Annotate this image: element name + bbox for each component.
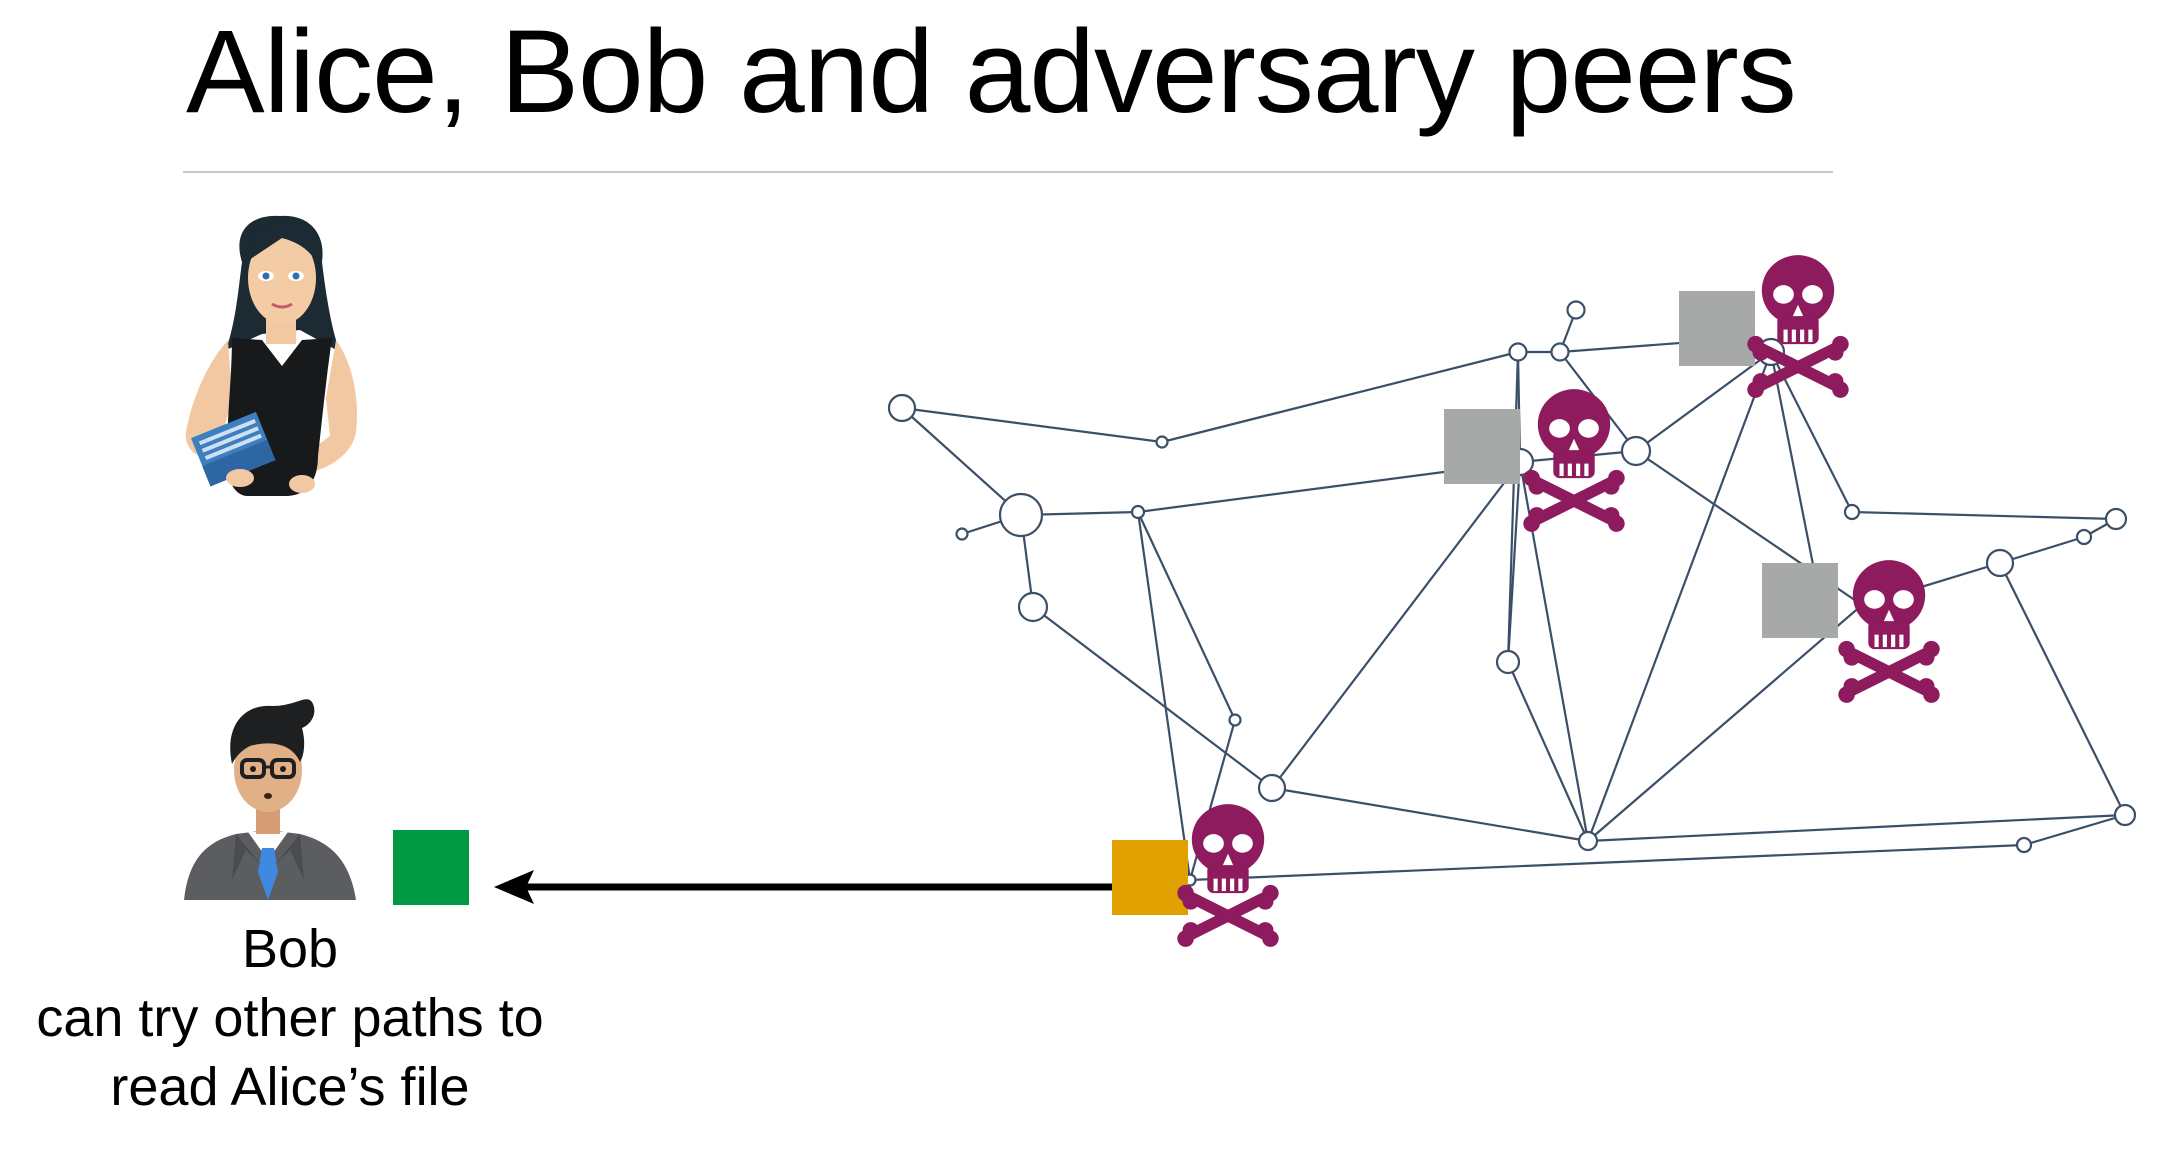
slide-title: Alice, Bob and adversary peers	[186, 6, 1797, 138]
bob-name-label: Bob	[241, 919, 339, 979]
peer-node	[1228, 713, 1242, 727]
peer-node	[2113, 803, 2137, 827]
bob-caption-line-1: can try other paths to	[36, 988, 544, 1048]
skull-crossbones-icon	[1747, 255, 1848, 398]
peer-node	[2015, 836, 2033, 854]
bob-caption-line-2: read Alice’s file	[110, 1057, 470, 1117]
peer-node	[1843, 503, 1861, 521]
adversary-file-block	[1444, 409, 1520, 484]
peer-node	[2104, 507, 2128, 531]
peer-node	[2075, 528, 2093, 546]
bob-file-block	[393, 830, 469, 905]
peer-node	[1495, 649, 1521, 675]
peer-node	[955, 527, 969, 541]
peer-node	[1130, 504, 1146, 520]
peer-node	[1155, 435, 1169, 449]
title-divider	[183, 171, 1833, 173]
peer-node	[1620, 435, 1652, 467]
peer-node	[1577, 830, 1599, 852]
peer-node	[1985, 548, 2015, 578]
peer-node	[1508, 342, 1528, 362]
source-file-block	[1112, 840, 1188, 915]
skull-crossbones-icon	[1838, 560, 1939, 703]
peer-node	[1017, 591, 1049, 623]
adversary-file-block	[1762, 563, 1838, 638]
network-edges	[901, 309, 2126, 882]
peer-node	[1566, 300, 1586, 320]
bob-avatar-icon	[184, 699, 356, 900]
bob-caption: Bob can try other paths to read Alice’s …	[0, 915, 580, 1122]
network-nodes	[887, 300, 2137, 887]
peer-node	[1550, 342, 1570, 362]
alice-avatar-icon	[185, 215, 358, 496]
peer-node	[887, 393, 917, 423]
arrow-left-icon	[494, 870, 1112, 904]
adversary-file-block	[1679, 291, 1755, 366]
peer-node	[1257, 773, 1287, 803]
peer-node	[998, 492, 1044, 538]
